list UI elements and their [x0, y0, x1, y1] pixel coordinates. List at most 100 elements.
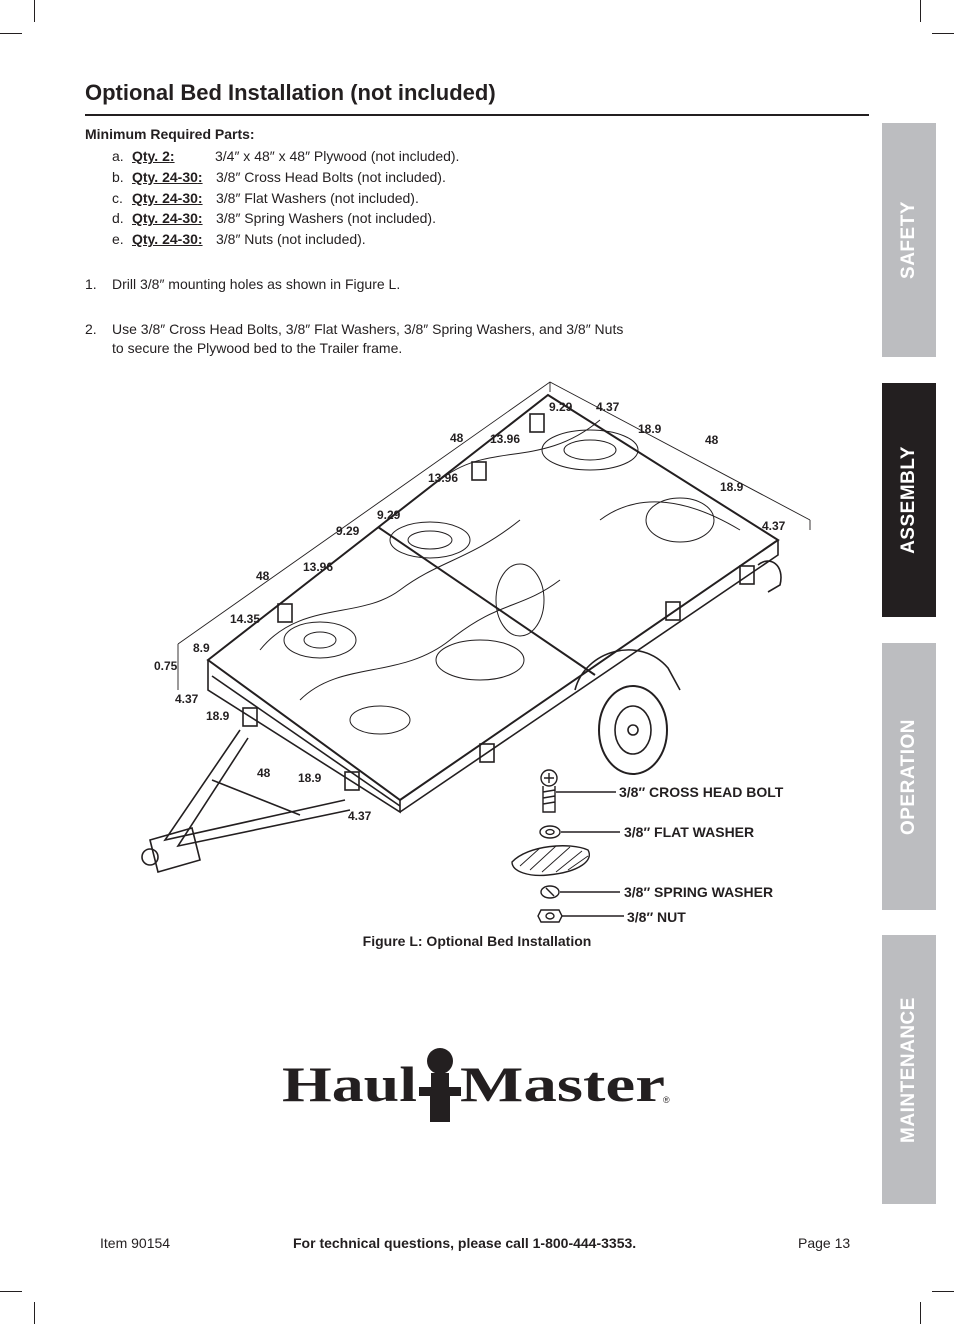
- wheel-tire: [598, 685, 668, 775]
- tab-maintenance[interactable]: MAINTENANCE: [882, 935, 936, 1204]
- dimension-label: 4.37: [175, 692, 199, 706]
- dimension-label: 14.35: [230, 612, 260, 626]
- dimension-label: 4.37: [348, 809, 372, 823]
- hardware-label: 3/8″ SPRING WASHER: [624, 884, 773, 900]
- step-text: Use 3/8″ Cross Head Bolts, 3/8″ Flat Was…: [112, 321, 624, 356]
- dimension-label: 0.75: [154, 659, 178, 673]
- plywood-seam: [377, 526, 596, 676]
- hitch-ball: [141, 848, 159, 866]
- logo-text-left: Haul: [282, 1056, 417, 1112]
- bracket: [529, 413, 545, 433]
- crop-mark: [932, 33, 954, 34]
- item-letter: a.: [112, 148, 124, 164]
- item-letter: e.: [112, 231, 124, 248]
- bracket: [739, 565, 755, 585]
- step-text: Drill 3/8″ mounting holes as shown in Fi…: [112, 276, 401, 292]
- item-qty: Qty. 24-30:: [132, 231, 203, 248]
- item-qty: Qty. 2:: [132, 148, 175, 164]
- dimension-label: 18.9: [298, 771, 322, 785]
- bracket: [277, 603, 293, 623]
- wood-grain: [439, 419, 601, 481]
- dimension-label: 9.29: [336, 524, 360, 538]
- title-rule: [85, 114, 869, 116]
- bolt-head-icon: [540, 769, 558, 787]
- wood-grain: [389, 521, 471, 559]
- item-description: 3/8″ Nuts (not included).: [216, 231, 366, 248]
- tab-label: ASSEMBLY: [898, 446, 919, 554]
- bracket: [242, 707, 258, 727]
- wood-section-icon: [519, 845, 589, 873]
- dimension-label: 13.96: [428, 471, 458, 485]
- bracket: [471, 461, 487, 481]
- footer-phone: For technical questions, please call 1-8…: [293, 1235, 637, 1251]
- fender: [574, 649, 681, 691]
- wood-grain: [599, 501, 741, 531]
- dimension-label: 18.9: [638, 422, 662, 436]
- crop-mark: [0, 1291, 22, 1292]
- crop-mark: [932, 1291, 954, 1292]
- dimension-label: 4.37: [762, 519, 786, 533]
- dimension-label: 48: [705, 433, 719, 447]
- item-letter: b.: [112, 168, 124, 185]
- wood-section-icon: [511, 845, 591, 877]
- spring-washer-icon: [545, 887, 555, 897]
- bolt-shank-icon: [542, 786, 556, 813]
- bracket: [344, 771, 360, 791]
- flat-washer-icon: [545, 828, 555, 836]
- dimension-label: 13.96: [490, 432, 520, 446]
- dimension-label: 48: [256, 569, 270, 583]
- tab-assembly[interactable]: ASSEMBLY: [882, 383, 936, 617]
- dimension-label: 9.29: [549, 400, 573, 414]
- tab-safety[interactable]: SAFETY: [882, 123, 936, 357]
- trailer-tongue: [163, 729, 346, 842]
- wood-grain: [541, 429, 639, 471]
- dimension-line: [177, 381, 811, 645]
- nut-icon: [545, 912, 555, 920]
- hardware-label: 3/8″ NUT: [627, 909, 686, 925]
- wheel-hub: [614, 705, 652, 755]
- trailer-tongue: [211, 779, 301, 816]
- dimension-label: 48: [450, 431, 464, 445]
- crop-mark: [0, 33, 22, 34]
- hitch-ball-icon: [419, 1048, 461, 1122]
- figure-caption: Figure L: Optional Bed Installation: [362, 933, 592, 949]
- tail-light: [757, 560, 782, 593]
- crop-mark: [34, 0, 35, 22]
- trailer-tongue: [176, 737, 351, 848]
- step-number: 2.: [85, 321, 97, 337]
- tab-label: MAINTENANCE: [898, 996, 919, 1143]
- parts-heading: Minimum Required Parts:: [85, 126, 255, 142]
- plywood-bed: [206, 393, 780, 802]
- item-description: 3/8″ Spring Washers (not included).: [216, 210, 436, 227]
- footer-page: Page 13: [798, 1235, 851, 1251]
- wood-grain: [495, 563, 545, 637]
- step-number: 1.: [85, 276, 97, 292]
- wood-grain: [349, 705, 411, 735]
- page-title: Optional Bed Installation (not included): [85, 80, 496, 105]
- hitch-coupler: [149, 827, 201, 873]
- spring-washer-icon: [540, 885, 560, 899]
- hardware-label: 3/8″ CROSS HEAD BOLT: [619, 784, 784, 800]
- wood-grain: [259, 519, 521, 651]
- item-description: 3/8″ Cross Head Bolts (not included).: [216, 168, 446, 185]
- wood-grain: [563, 439, 617, 461]
- tab-operation[interactable]: OPERATION: [882, 643, 936, 910]
- wood-grain: [303, 631, 337, 649]
- item-letter: c.: [112, 189, 123, 206]
- wood-grain: [299, 579, 561, 701]
- trailer-bed-figure: 9.29 4.37 48 13.96 18.9 48 13.96 18.9 9.…: [141, 381, 811, 925]
- dimension-label: 13.96: [303, 560, 333, 574]
- wood-grain: [407, 530, 453, 550]
- hardware-label: 3/8″ FLAT WASHER: [624, 824, 754, 840]
- tab-label: OPERATION: [898, 718, 919, 835]
- dimension-label: 48: [257, 766, 271, 780]
- wood-grain: [283, 621, 357, 659]
- nut-icon: [537, 909, 563, 923]
- dimension-label: 8.9: [193, 641, 210, 655]
- crop-mark: [34, 1302, 35, 1324]
- registered-mark: ®: [663, 1095, 670, 1105]
- item-letter: d.: [112, 210, 124, 227]
- dimension-label: 4.37: [596, 400, 620, 414]
- dimension-label: 18.9: [206, 709, 230, 723]
- item-description: 3/8″ Flat Washers (not included).: [216, 189, 419, 206]
